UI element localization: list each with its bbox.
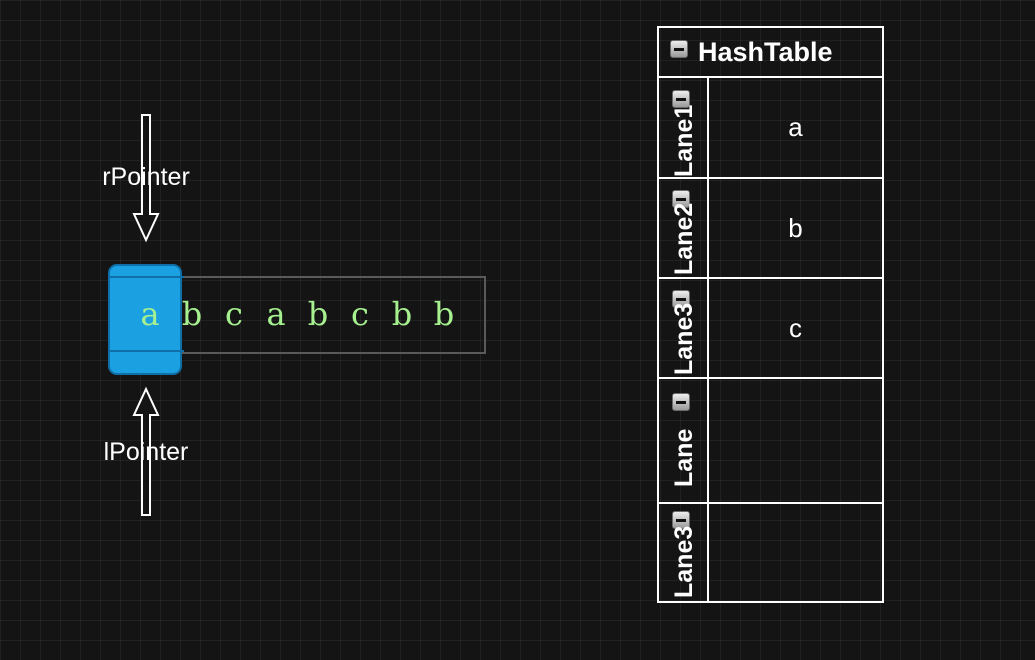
lane-value: a — [788, 112, 803, 142]
collapse-icon[interactable] — [672, 90, 690, 108]
lane-label: Lane3 — [670, 302, 698, 375]
lane-label: Lane1 — [670, 104, 698, 177]
hashtable-lane-5[interactable]: Lane3 — [659, 504, 882, 601]
lane-value: b — [788, 212, 803, 243]
lane-label: Lane3 — [670, 525, 698, 598]
l-pointer-label: lPointer — [103, 438, 189, 466]
hashtable-lane-2[interactable]: Lane2 b — [659, 179, 882, 279]
l-pointer-arrow[interactable] — [131, 386, 161, 519]
lane-value — [709, 379, 882, 502]
highlight-divider-bottom — [108, 350, 184, 352]
hashtable-title: HashTable — [698, 37, 833, 67]
collapse-icon[interactable] — [672, 290, 690, 308]
collapse-icon[interactable] — [670, 40, 688, 58]
hashtable-lane-4[interactable]: Lane — [659, 379, 882, 504]
collapse-icon[interactable] — [672, 511, 690, 529]
current-window-highlight[interactable] — [108, 264, 182, 375]
string-char: b — [433, 295, 455, 333]
string-char: a — [266, 295, 286, 333]
lane-label: Lane — [670, 428, 698, 487]
lane-label-column: Lane3 — [659, 504, 709, 601]
lane-value — [709, 504, 882, 601]
string-char: b — [307, 295, 329, 333]
hashtable-header[interactable]: HashTable — [659, 28, 882, 78]
lane-label-column: Lane1 — [659, 78, 709, 177]
hashtable-pool[interactable]: HashTable Lane1 a Lane2 b Lane3 c — [657, 26, 884, 603]
r-pointer-label: rPointer — [102, 163, 190, 191]
lane-label-column: Lane — [659, 379, 709, 502]
collapse-icon[interactable] — [672, 190, 690, 208]
collapse-icon[interactable] — [672, 393, 690, 411]
string-char: a — [140, 295, 160, 333]
r-pointer-arrow[interactable] — [131, 113, 161, 245]
string-char: c — [225, 295, 243, 333]
string-char: b — [181, 295, 203, 333]
string-char: c — [351, 295, 369, 333]
lane-label-column: Lane3 — [659, 279, 709, 377]
hashtable-lane-3[interactable]: Lane3 c — [659, 279, 882, 379]
hashtable-lane-1[interactable]: Lane1 a — [659, 78, 882, 179]
lane-value: c — [789, 312, 802, 343]
lane-label: Lane2 — [670, 202, 698, 275]
highlight-divider-top — [108, 276, 184, 278]
string-char: b — [391, 295, 413, 333]
lane-label-column: Lane2 — [659, 179, 709, 277]
